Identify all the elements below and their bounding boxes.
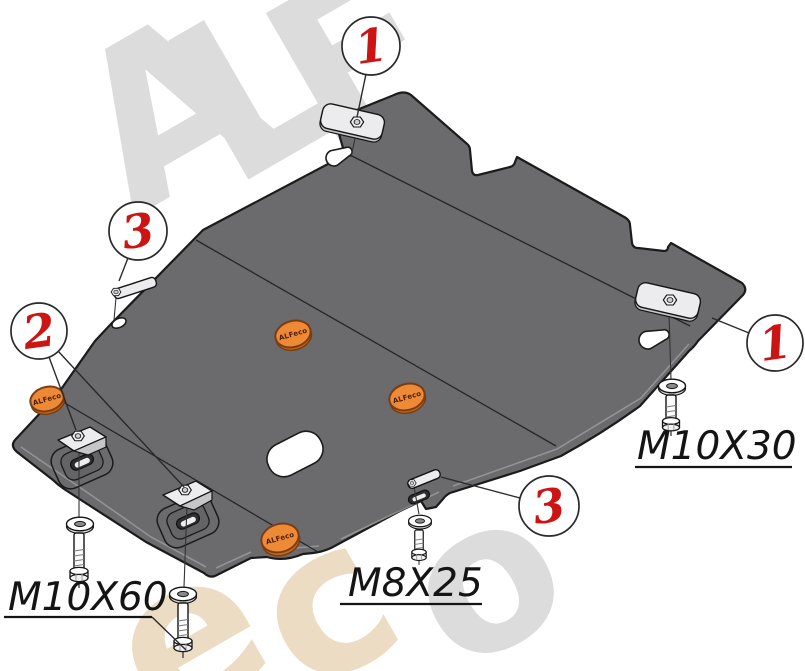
bracket-right [634,282,702,322]
callout-right-number: 1 [755,314,794,372]
logo-badge-4: ALFeco [29,385,66,416]
logo-badge-3: ALFeco [260,522,301,557]
nut-clip-left [110,287,122,297]
callout-top-number: 1 [351,17,390,75]
logo-badge-2: ALFeco [388,382,427,415]
nut-right [662,294,678,306]
clip-middle-m8 [407,468,441,490]
skid-plate: ALFeco ALFeco ALFeco ALFeco [11,91,747,578]
small-oval-hole-left [111,317,127,329]
bend-line-middle [195,239,557,447]
label-m8x25: M8X25 [340,561,483,606]
center-oval-hole [266,430,324,478]
leader-lines [48,73,750,499]
angle-bracket-rear [162,480,213,511]
nut-angle-front [71,430,85,442]
label-m10x60-text: M10X60 [8,575,168,620]
callout-left-lower-number: 2 [18,302,58,360]
callout-bottom-number: 3 [529,477,568,535]
screw-clip-middle [407,479,417,487]
keyhole-right [638,328,670,350]
washer-middle [407,514,433,530]
callout-left-lower: 2 [10,302,68,360]
bend-line-upper [339,149,691,327]
angle-bracket-front [57,426,107,456]
callout-right: 1 [746,314,804,372]
nut-top [349,116,365,128]
clip-left [110,276,158,300]
bracket-top [319,103,386,143]
mount-recess-rear [156,493,220,549]
washer-rear-left [168,586,198,605]
callout-top: 1 [341,16,401,76]
callout-left-upper-number: 3 [118,202,157,260]
label-m10x30-text: M10X30 [637,424,797,469]
fastener-axis-lines [78,133,672,588]
label-m10x30: M10X30 [635,424,797,469]
label-m10x60: M10X60 [4,575,187,651]
logo-badge-1: ALFeco [274,319,313,352]
label-m8x25-text: M8X25 [348,561,483,606]
callout-bottom: 3 [518,475,580,537]
keyhole-top-left [325,146,353,167]
skid-plate-body [11,91,747,578]
washer-front-left [65,516,95,535]
callout-left-upper: 3 [108,201,168,261]
nut-angle-rear [178,484,192,496]
washer-right [657,378,687,397]
